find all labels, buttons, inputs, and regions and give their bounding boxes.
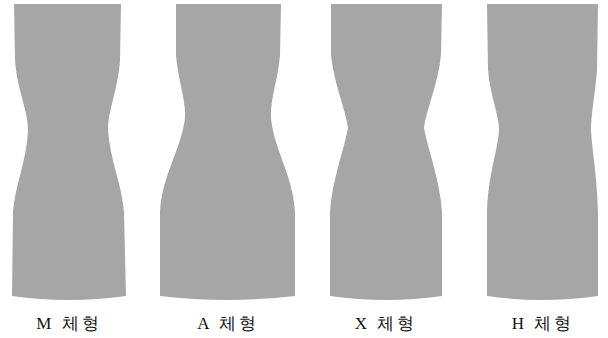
a-silhouette xyxy=(160,4,295,300)
body-type-label: H 체형 xyxy=(512,312,575,335)
body-type-label: M 체형 xyxy=(36,312,101,335)
body-type-label: X 체형 xyxy=(355,312,418,335)
body-type-label: A 체형 xyxy=(197,312,259,335)
h-silhouette xyxy=(487,4,598,300)
m-silhouette xyxy=(12,4,126,300)
x-silhouette xyxy=(330,4,442,300)
